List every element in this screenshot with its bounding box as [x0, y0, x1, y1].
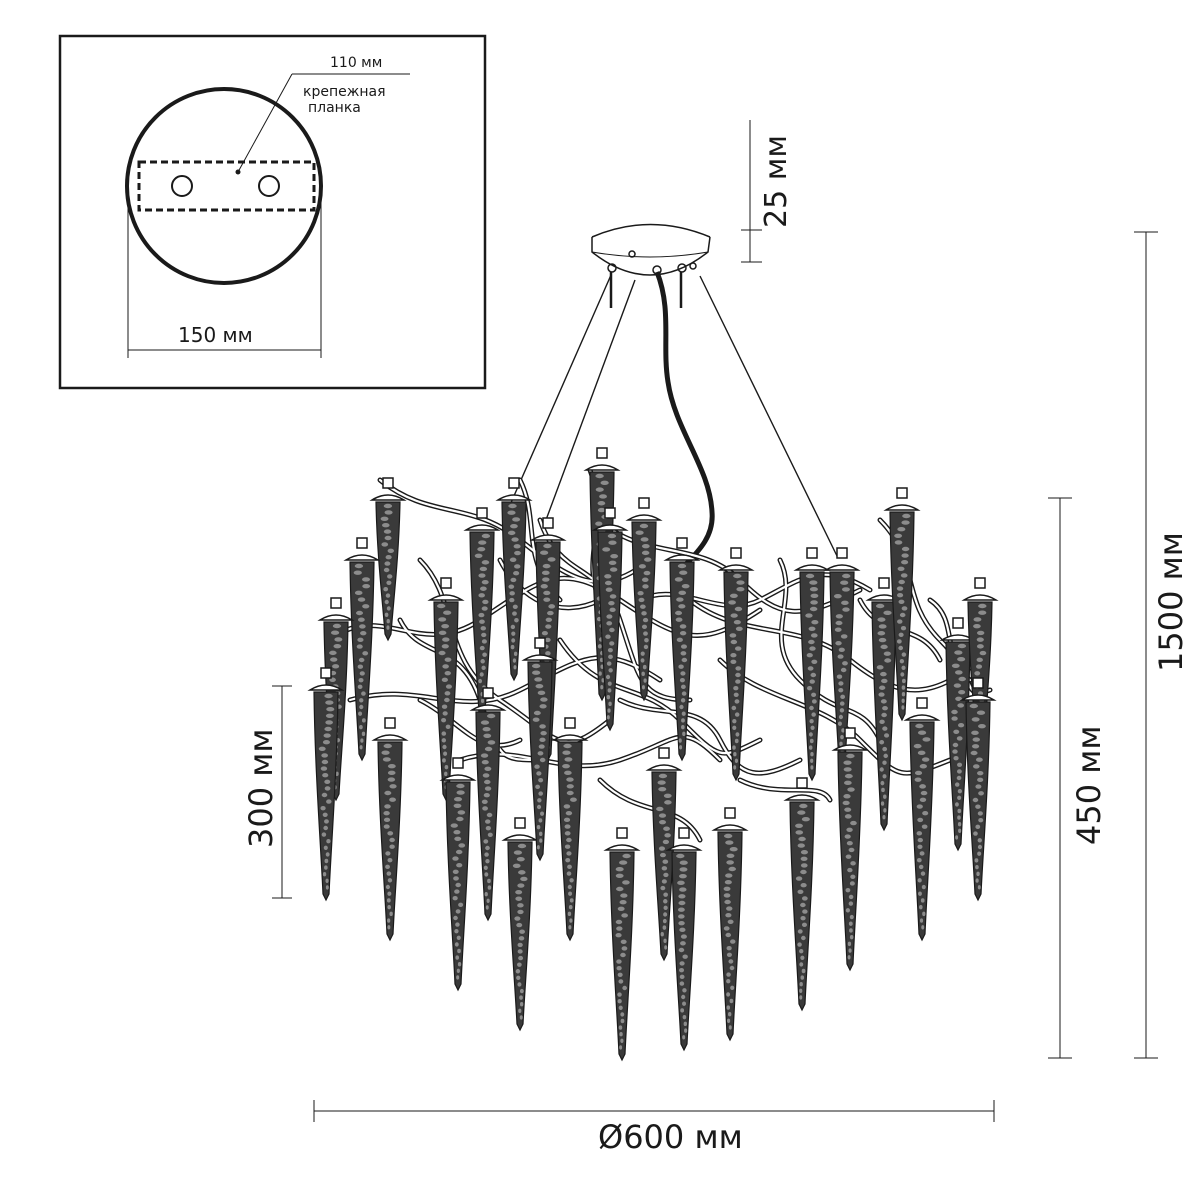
crystal-pendant — [371, 717, 409, 942]
crystal-pendant — [439, 757, 477, 992]
crystal-pendant — [645, 747, 683, 962]
crystal-pendant — [665, 827, 703, 1052]
canopy-inset: 110 мм крепежная планка 150 мм — [58, 34, 487, 390]
dim-body-height: 450 мм — [1048, 497, 1108, 1059]
screw-hole-right — [258, 175, 280, 197]
bracket-label-line2: планка — [308, 100, 361, 116]
crystal-pendant — [959, 677, 997, 902]
crystal-pendant — [591, 507, 629, 732]
crystal-pendant — [495, 477, 533, 682]
crystal-pendant — [369, 477, 407, 642]
crystal-pendant — [823, 547, 861, 772]
crystal-pendant — [625, 497, 663, 702]
diameter-label: Ø600 мм — [598, 1118, 743, 1156]
dim-total-height: 1500 мм — [1134, 231, 1190, 1059]
crystal-pendant — [551, 717, 589, 942]
crystal-pendants — [307, 447, 999, 1062]
total-height-label: 1500 мм — [1152, 532, 1190, 672]
crystal-pendant — [463, 507, 501, 722]
bracket-leader — [237, 73, 293, 173]
mounting-bracket — [137, 160, 316, 212]
crystal-pendant — [663, 537, 701, 762]
crystal-pendant — [717, 547, 755, 782]
crystal-pendant — [883, 487, 921, 722]
power-cord — [654, 271, 715, 567]
crystal-pendant — [831, 727, 869, 972]
crystal-pendant — [603, 827, 641, 1062]
canopy-side — [591, 223, 711, 308]
inset-frame — [58, 34, 487, 390]
bracket-label-line1: крепежная — [303, 84, 386, 100]
crystal-pendant — [427, 577, 465, 802]
crystal-pendant — [939, 617, 977, 852]
crystal-pendant — [521, 637, 559, 862]
suspension-cables — [509, 271, 839, 567]
crystal-pendant — [469, 687, 507, 922]
crystal-pendant — [501, 817, 539, 1032]
crystal-pendant — [307, 667, 345, 902]
crystal-pendant — [711, 807, 749, 1042]
dim-150-label: 150 мм — [178, 323, 253, 347]
dim-pendant-length: 300 мм — [242, 685, 292, 899]
pendant-length-label: 300 мм — [242, 728, 280, 848]
crystal-pendant — [343, 537, 381, 762]
body-height-label: 450 мм — [1070, 725, 1108, 845]
canopy-height-label: 25 мм — [759, 135, 794, 228]
canopy-circle — [125, 87, 323, 285]
crystal-pendant — [865, 577, 903, 832]
crystal-pendant — [903, 697, 941, 942]
dim-canopy-height: 25 мм — [741, 120, 794, 263]
screw-hole-left — [171, 175, 193, 197]
chandelier-body — [307, 447, 999, 1062]
dim-110-label: 110 мм — [330, 55, 382, 71]
crystal-pendant — [783, 777, 821, 1012]
dim-diameter: Ø600 мм — [313, 1100, 995, 1156]
crystal-pendant — [793, 547, 831, 782]
